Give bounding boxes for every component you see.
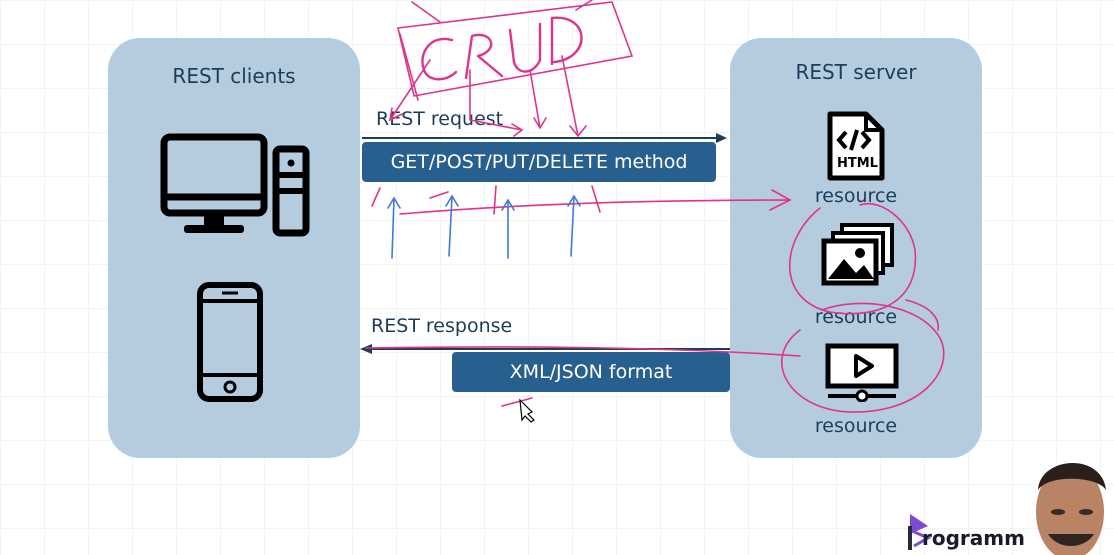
rest-server-panel: REST server HTML resource resource resou… [730,38,982,458]
rest-response-label: REST response [371,315,513,337]
resource-label-3: resource [814,415,898,437]
rest-clients-panel: REST clients [108,38,360,458]
response-format-box: XML/JSON format [452,352,730,392]
desktop-computer-icon [160,133,310,237]
resource-label-1: resource [814,185,898,207]
rest-server-title: REST server [795,60,917,84]
http-methods-box: GET/POST/PUT/DELETE method [362,142,716,182]
logo-mark-icon [908,514,932,550]
html-icon-text: HTML [837,156,878,171]
image-gallery-icon [821,223,894,286]
presenter-webcam [1018,450,1114,555]
rest-clients-title: REST clients [172,64,296,88]
rest-request-label: REST request [376,108,504,130]
html-file-icon [827,111,885,181]
video-player-icon [825,343,899,402]
smartphone-icon [197,282,263,402]
resource-label-2: resource [814,306,898,328]
brand-logo-text: rogramm [922,526,1025,550]
